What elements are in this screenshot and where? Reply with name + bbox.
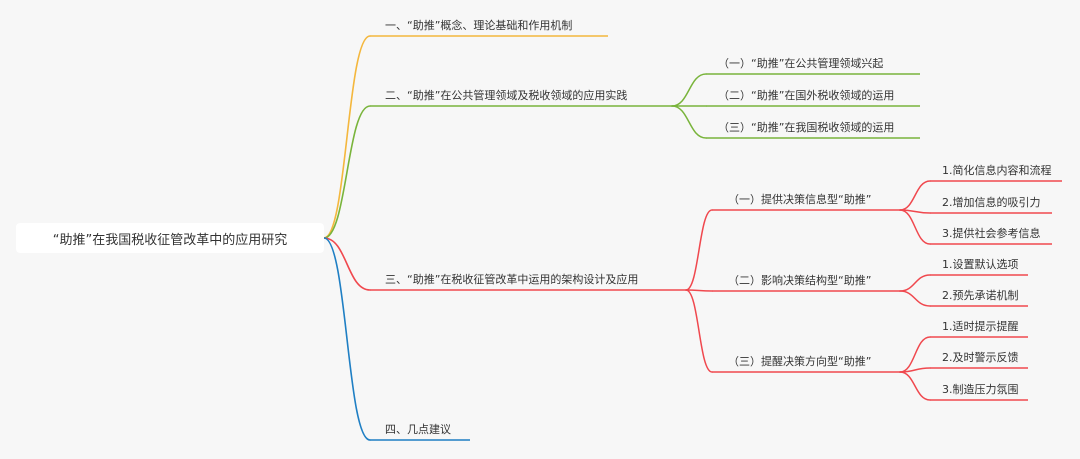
- topic-label: 三、“助推”在税收征管改革中运用的架构设计及应用: [385, 273, 639, 286]
- branch-leaf-5: [899, 290, 931, 307]
- leaf-3-2-1[interactable]: 1.设置默认选项: [942, 258, 1019, 272]
- leaf-label: 3.提供社会参考信息: [942, 227, 1041, 240]
- leaf-label: 1.适时提示提醒: [942, 320, 1019, 333]
- subtopic-label: （二）“助推”在国外税收领域的运用: [718, 89, 895, 102]
- subtopic-2-3[interactable]: （三）“助推”在我国税收领域的运用: [718, 121, 894, 135]
- branch-root-to-section-1: [323, 35, 371, 239]
- branch-leaf-4: [899, 274, 931, 292]
- leaf-3-1-2[interactable]: 2.增加信息的吸引力: [942, 196, 1041, 210]
- topic-section-3[interactable]: 三、“助推”在税收征管改革中运用的架构设计及应用: [385, 273, 638, 287]
- branch-root-to-section-3: [323, 237, 371, 291]
- branch-s3-child-3: [685, 289, 713, 373]
- subtopic-label: （三）提醒决策方向型“助推”: [728, 355, 872, 368]
- branch-root-to-section-4: [323, 237, 371, 441]
- branch-s2-child-3: [671, 105, 707, 139]
- branch-s2-child-1: [671, 73, 707, 107]
- subtopic-2-2[interactable]: （二）“助推”在国外税收领域的运用: [718, 89, 894, 103]
- leaf-label: 1.简化信息内容和流程: [942, 164, 1052, 177]
- leaf-label: 2.预先承诺机制: [942, 289, 1019, 302]
- leaf-3-3-3[interactable]: 3.制造压力氛围: [942, 383, 1019, 397]
- leaf-3-2-2[interactable]: 2.预先承诺机制: [942, 289, 1019, 303]
- branch-leaf-1: [899, 180, 931, 211]
- root-topic-label: “助推”在我国税收征管改革中的应用研究: [52, 232, 288, 248]
- leaf-label: 3.制造压力氛围: [942, 383, 1019, 396]
- subtopic-3-2[interactable]: （二）影响决策结构型“助推”: [728, 274, 871, 288]
- subtopic-3-1[interactable]: （一）提供决策信息型“助推”: [728, 193, 871, 207]
- subtopic-label: （一）“助推”在公共管理领域兴起: [718, 57, 884, 70]
- branch-s3-child-2: [685, 289, 713, 292]
- subtopic-label: （三）“助推”在我国税收领域的运用: [718, 121, 895, 134]
- branch-leaf-6: [899, 336, 931, 373]
- branch-leaf-8: [899, 371, 931, 401]
- subtopic-3-3[interactable]: （三）提醒决策方向型“助推”: [728, 355, 871, 369]
- topic-label: 二、“助推”在公共管理领域及税收领域的应用实践: [385, 89, 628, 102]
- branch-leaf-3: [899, 209, 931, 245]
- topic-section-2[interactable]: 二、“助推”在公共管理领域及税收领域的应用实践: [385, 89, 627, 103]
- branch-root-to-section-2: [323, 105, 371, 239]
- leaf-3-1-3[interactable]: 3.提供社会参考信息: [942, 227, 1041, 241]
- leaf-label: 1.设置默认选项: [942, 258, 1019, 271]
- subtopic-label: （二）影响决策结构型“助推”: [728, 274, 872, 287]
- topic-label: 四、几点建议: [385, 423, 451, 436]
- leaf-3-3-2[interactable]: 2.及时警示反馈: [942, 351, 1019, 365]
- leaf-label: 2.增加信息的吸引力: [942, 196, 1041, 209]
- topic-section-4[interactable]: 四、几点建议: [385, 423, 451, 437]
- topic-section-1[interactable]: 一、“助推”概念、理论基础和作用机制: [385, 19, 572, 33]
- topic-label: 一、“助推”概念、理论基础和作用机制: [385, 19, 573, 32]
- leaf-3-3-1[interactable]: 1.适时提示提醒: [942, 320, 1019, 334]
- subtopic-2-1[interactable]: （一）“助推”在公共管理领域兴起: [718, 57, 883, 71]
- subtopic-label: （一）提供决策信息型“助推”: [728, 193, 872, 206]
- leaf-3-1-1[interactable]: 1.简化信息内容和流程: [942, 164, 1052, 178]
- branch-s3-child-1: [685, 209, 713, 291]
- leaf-label: 2.及时警示反馈: [942, 351, 1019, 364]
- root-topic[interactable]: “助推”在我国税收征管改革中的应用研究: [16, 223, 324, 253]
